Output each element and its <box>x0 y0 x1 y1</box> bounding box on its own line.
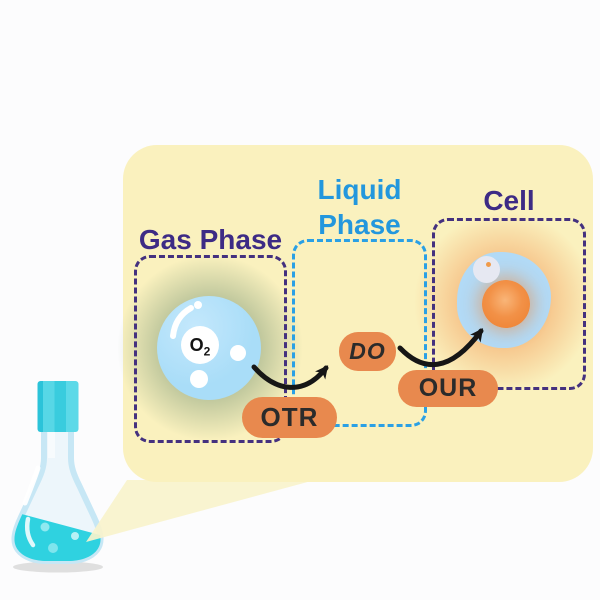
gas-phase-title: Gas Phase <box>138 224 283 255</box>
gas-phase-box <box>134 255 287 443</box>
callout-tail <box>86 480 315 542</box>
vacuole-dot <box>486 262 491 267</box>
liquid-highlight <box>24 516 36 548</box>
liquid-title-line2: Phase <box>318 209 401 240</box>
flask-liquid <box>14 512 101 561</box>
liquid-title-line1: Liquid <box>317 174 402 205</box>
otr-badge: OTR <box>242 397 337 438</box>
glass-highlight <box>22 465 41 506</box>
bubble-dot <box>230 345 246 361</box>
cell-box <box>432 218 586 390</box>
liquid-phase-title: Liquid Phase <box>292 172 427 242</box>
cell-title: Cell <box>483 185 535 216</box>
liquid-bubble <box>48 543 58 553</box>
liquid-bubble <box>40 522 50 532</box>
flask-glass-body <box>11 425 104 564</box>
flask-cap <box>37 381 79 432</box>
o2-molecule: O2 <box>181 326 219 364</box>
liquid-bubble <box>71 532 79 540</box>
neck-highlight <box>48 432 55 458</box>
cell-nucleus <box>482 280 530 328</box>
cell-vacuole <box>473 256 500 283</box>
o2-label: O2 <box>189 334 211 359</box>
do-badge: DO <box>339 332 396 371</box>
bubble-dot <box>194 301 202 309</box>
flask-shadow <box>13 561 103 573</box>
our-badge: OUR <box>398 370 498 407</box>
bubble-dot <box>190 370 208 388</box>
